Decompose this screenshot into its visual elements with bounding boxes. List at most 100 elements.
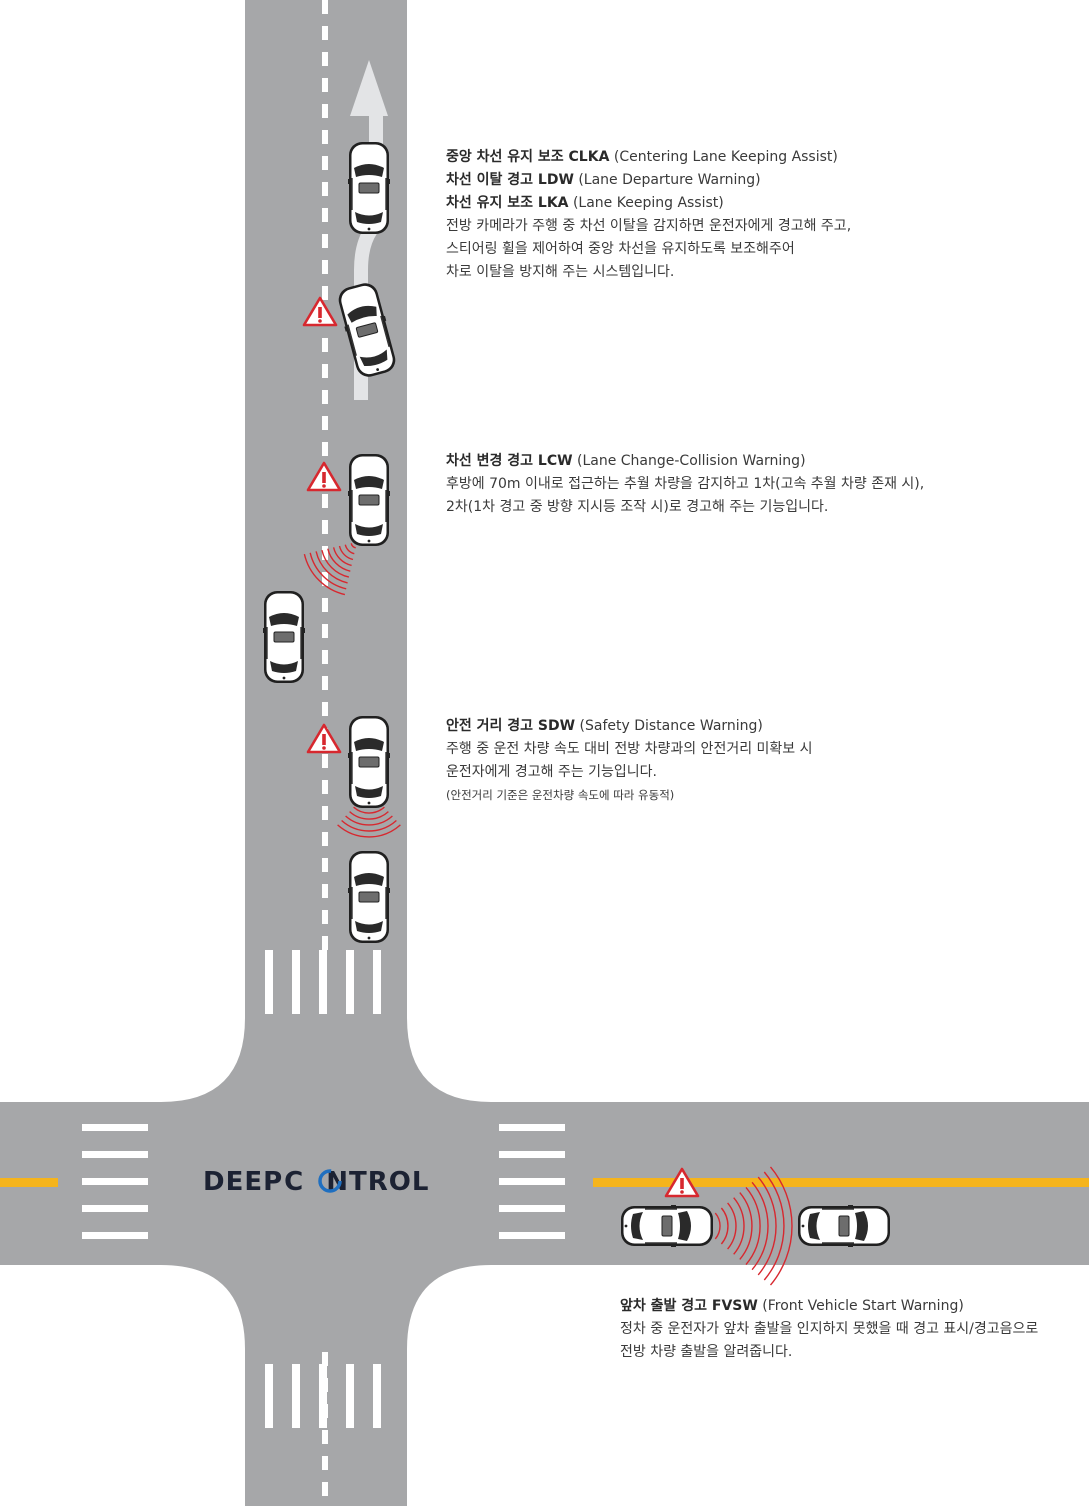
desc-line: 2차(1차 경고 중 방향 지시등 조작 시)로 경고해 주는 기능입니다.	[446, 499, 829, 515]
lane-dash	[322, 208, 328, 222]
radar-wave-icon	[337, 824, 401, 838]
crosswalk-stripe	[499, 1205, 565, 1212]
lane-keeping-description: 중앙 차선 유지 보조 CLKA (Centering Lane Keeping…	[446, 146, 851, 284]
desc-line: 스티어링 휠을 제어하여 중앙 차선을 유지하도록 보조해주어	[446, 241, 795, 257]
radar-wave-icon	[745, 1186, 761, 1266]
desc-line: 운전자에게 경고해 주는 기능입니다.	[446, 764, 657, 780]
radar-wave-icon	[345, 815, 393, 826]
lane-dash	[322, 182, 328, 196]
feature-fvsw: 앞차 출발 경고 FVSW (Front Vehicle Start Warni…	[620, 1298, 964, 1314]
lane-dash	[322, 416, 328, 430]
crosswalk-stripe	[346, 950, 354, 1014]
lane-dash	[322, 1352, 328, 1366]
crosswalk-stripe	[499, 1178, 565, 1185]
radar-wave-icon	[720, 1207, 729, 1245]
crosswalk-stripe	[82, 1205, 148, 1212]
sdw-description: 안전 거리 경고 SDW (Safety Distance Warning) 주…	[446, 715, 813, 807]
feature-lcw: 차선 변경 경고 LCW (Lane Change-Collision Warn…	[446, 453, 806, 469]
lane-dash	[322, 260, 328, 274]
radar-wave-icon	[303, 553, 346, 596]
crosswalk-stripe	[265, 1364, 273, 1428]
lane-dash	[322, 338, 328, 352]
radar-wave-icon	[739, 1192, 753, 1260]
radar-wave-icon	[733, 1197, 745, 1255]
lane-dash	[322, 364, 328, 378]
desc-line: 차로 이탈을 방지해 주는 시스템입니다.	[446, 264, 675, 280]
lane-dash	[322, 0, 328, 14]
radar-wave-icon	[349, 811, 389, 820]
lane-dash	[322, 624, 328, 638]
crosswalk-stripe	[82, 1151, 148, 1158]
crosswalk-stripe	[373, 950, 381, 1014]
lcw-description: 차선 변경 경고 LCW (Lane Change-Collision Warn…	[446, 450, 924, 519]
radar-wave-icon	[353, 806, 385, 814]
radar-wave-icon	[757, 1176, 777, 1276]
desc-line: 전방 카메라가 주행 중 차선 이탈을 감지하면 운전자에게 경고해 주고,	[446, 218, 852, 234]
radar-wave-icon	[309, 552, 347, 590]
desc-line: 전방 차량 출발을 알려줍니다.	[620, 1344, 793, 1360]
feature-lka: 차선 유지 보조 LKA (Lane Keeping Assist)	[446, 195, 724, 211]
crosswalk-stripe	[319, 950, 327, 1014]
lane-dash	[322, 1456, 328, 1470]
fvsw-description: 앞차 출발 경고 FVSW (Front Vehicle Start Warni…	[620, 1295, 1038, 1364]
radar-wave-icon	[763, 1171, 785, 1281]
lane-dash	[322, 52, 328, 66]
radar-wave-icon	[332, 547, 352, 567]
feature-ldw: 차선 이탈 경고 LDW (Lane Departure Warning)	[446, 172, 761, 188]
crosswalk-stripe	[82, 1178, 148, 1185]
lane-dash	[322, 1430, 328, 1444]
lane-dash	[322, 702, 328, 716]
feature-sdw: 안전 거리 경고 SDW (Safety Distance Warning)	[446, 718, 763, 734]
lane-dash	[322, 910, 328, 924]
lane-dash	[322, 676, 328, 690]
crosswalk-stripe	[265, 950, 273, 1014]
lane-dash	[322, 104, 328, 118]
crosswalk-stripe	[292, 1364, 300, 1428]
center-line-left	[0, 1178, 58, 1187]
lane-dash	[322, 650, 328, 664]
crosswalk-stripe	[499, 1124, 565, 1131]
radar-wave-icon	[338, 545, 354, 561]
radar-wave-icon	[321, 549, 350, 578]
crosswalk-stripe	[82, 1232, 148, 1239]
center-line-right	[593, 1178, 1089, 1187]
crosswalk-stripe	[346, 1364, 354, 1428]
lane-dash	[322, 130, 328, 144]
radar-wave-icon	[769, 1166, 793, 1286]
lane-dash	[322, 754, 328, 768]
radar-wave-icon	[341, 819, 397, 832]
desc-line: 주행 중 운전 차량 속도 대비 전방 차량과의 안전거리 미확보 시	[446, 741, 813, 757]
crosswalk-stripe	[319, 1364, 327, 1428]
lane-dash	[322, 156, 328, 170]
radar-wave-icon	[350, 543, 356, 549]
lane-dash	[322, 936, 328, 950]
lane-dash	[322, 78, 328, 92]
radar-wave-icon	[344, 544, 355, 555]
lane-dash	[322, 234, 328, 248]
lane-dash	[322, 520, 328, 534]
radar-wave-icon	[327, 548, 351, 572]
crosswalk-stripe	[292, 950, 300, 1014]
radar-wave-icon	[714, 1212, 721, 1240]
lane-dash	[322, 884, 328, 898]
lane-dash	[322, 572, 328, 586]
desc-line: 정차 중 운전자가 앞차 출발을 인지하지 못했을 때 경고 표시/경고음으로	[620, 1321, 1039, 1337]
crosswalk-stripe	[373, 1364, 381, 1428]
crosswalk-stripe	[499, 1151, 565, 1158]
lane-dash	[322, 26, 328, 40]
lane-dash	[322, 780, 328, 794]
lane-dash	[322, 858, 328, 872]
lane-dash	[322, 442, 328, 456]
lane-dash	[322, 546, 328, 560]
radar-wave-icon	[315, 551, 348, 584]
desc-line: 후방에 70m 이내로 접근하는 추월 차량을 감지하고 1차(고속 추월 차량…	[446, 476, 925, 492]
desc-note: (안전거리 기준은 운전차량 속도에 따라 유동적)	[446, 788, 675, 802]
crosswalk	[82, 950, 565, 1428]
radar-wave-icon	[727, 1202, 737, 1250]
feature-clka: 중앙 차선 유지 보조 CLKA (Centering Lane Keeping…	[446, 149, 838, 165]
lane-dash	[322, 832, 328, 846]
lane-dash	[322, 494, 328, 508]
